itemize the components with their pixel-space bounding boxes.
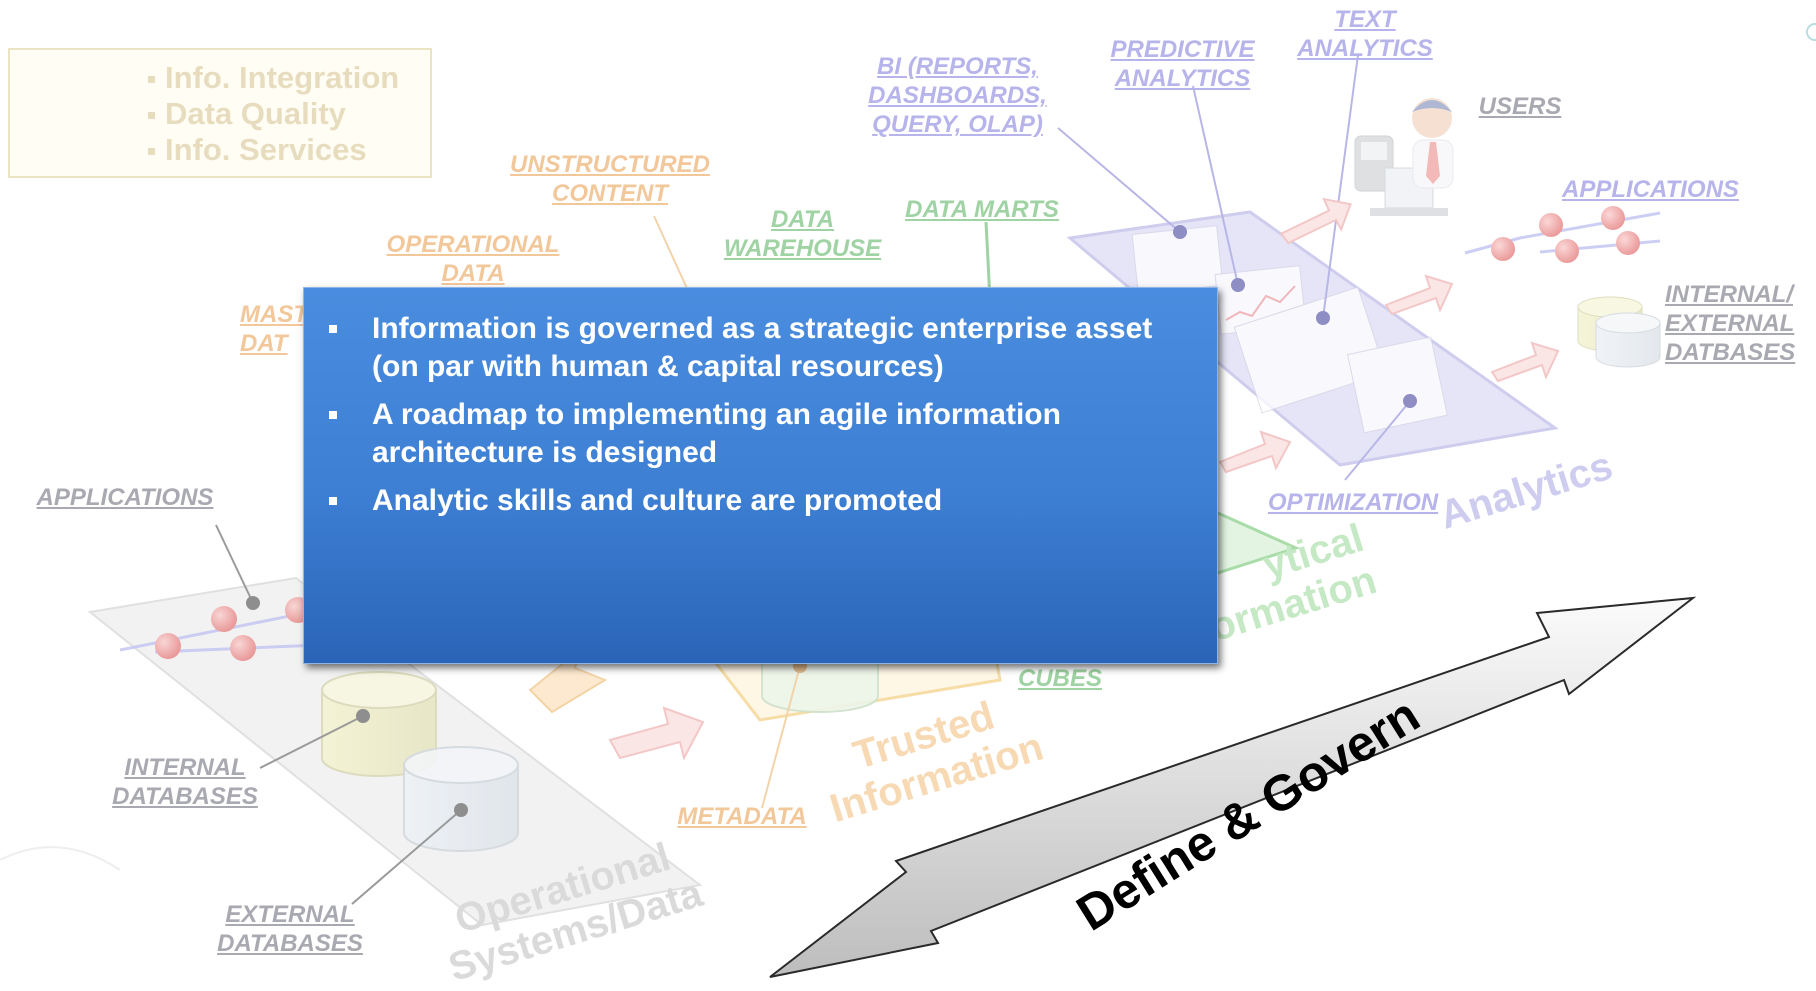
- label-optimization: OPTIMIZATION: [1267, 489, 1439, 516]
- label-bi-reports: BI (REPORTS, DASHBOARDS, QUERY, OLAP): [868, 53, 1047, 138]
- legend-list: Info. Integration Data Quality Info. Ser…: [148, 60, 399, 168]
- label-data-warehouse: DATA WAREHOUSE: [723, 206, 882, 262]
- legend-box: Info. Integration Data Quality Info. Ser…: [8, 48, 432, 178]
- label-data-marts: DATA MARTS: [905, 196, 1059, 223]
- label-cubes: CUBES: [1017, 665, 1102, 692]
- flow-arrows: [608, 197, 1560, 761]
- analytics-screens: [1131, 225, 1448, 434]
- trusted-cylinder: [761, 660, 879, 713]
- label-metadata: METADATA: [677, 803, 807, 830]
- callout-bullet-list: Information is governed as a strategic e…: [329, 310, 1172, 530]
- analytics-pointer-dots: [1173, 225, 1417, 408]
- label-operational-data: OPERATIONAL DATA: [386, 231, 560, 287]
- internal-external-db-cylinders: [1577, 296, 1661, 368]
- label-master-data: MAST DAT: [240, 301, 308, 357]
- applications-flow-right: [1464, 206, 1661, 263]
- callout-bullet-item: Analytic skills and culture are promoted: [329, 482, 1172, 520]
- legend-bullet-icon: [148, 76, 155, 84]
- square-bullet-icon: [329, 497, 337, 505]
- square-bullet-icon: [329, 325, 337, 333]
- analytics-pointer-lines: [1057, 54, 1411, 481]
- apps-left-pointer-dot: [246, 596, 260, 610]
- legend-item-info-integration: Info. Integration: [148, 60, 399, 96]
- label-users: USERS: [1478, 93, 1562, 120]
- label-predictive-analytics: PREDICTIVE ANALYTICS: [1110, 36, 1255, 92]
- label-external-databases: EXTERNAL DATABASES: [217, 901, 363, 957]
- label-internal-external-databases: INTERNAL/ EXTERNAL DATBASES: [1665, 281, 1796, 366]
- legend-bullet-icon: [148, 148, 155, 156]
- define-govern-arrow: [769, 596, 1697, 978]
- label-internal-databases: INTERNAL DATABASES: [112, 754, 258, 810]
- external-database-cylinder: [403, 746, 519, 852]
- corner-circle-icon: [1806, 23, 1816, 41]
- governance-callout-box: Information is governed as a strategic e…: [303, 287, 1218, 664]
- label-applications-left: APPLICATIONS: [36, 484, 214, 511]
- label-unstructured-content: UNSTRUCTURED CONTENT: [510, 151, 710, 207]
- legend-item-data-quality: Data Quality: [148, 96, 399, 132]
- users-figure: [1354, 98, 1454, 216]
- internal-database-cylinder: [321, 671, 437, 777]
- callout-bullet-item: Information is governed as a strategic e…: [329, 310, 1172, 386]
- legend-bullet-icon: [148, 112, 155, 120]
- apps-left-pointer-line: [215, 524, 254, 604]
- label-applications-right: APPLICATIONS: [1562, 176, 1739, 203]
- callout-bullet-item: A roadmap to implementing an agile infor…: [329, 396, 1172, 472]
- legend-item-info-services: Info. Services: [148, 132, 399, 168]
- label-text-analytics: TEXT ANALYTICS: [1297, 6, 1433, 62]
- square-bullet-icon: [329, 411, 337, 419]
